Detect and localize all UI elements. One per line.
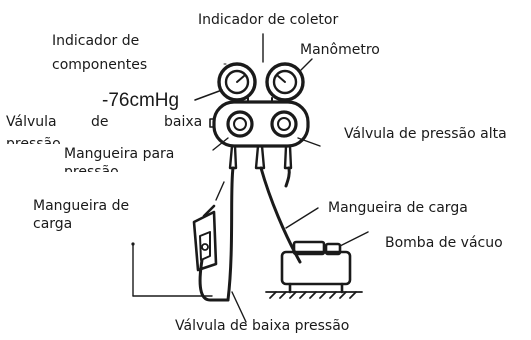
manifold-fittings <box>228 144 293 170</box>
hose-high <box>284 166 291 188</box>
manifold-body <box>209 97 310 148</box>
low-valve-word-3: baixa <box>164 114 203 130</box>
label-pressure-hose-line1: Mangueira para <box>64 146 175 162</box>
low-side-gauge <box>217 62 257 102</box>
low-valve-word-2: de <box>91 114 109 130</box>
label-vacuum-pump: Bomba de vácuo <box>385 235 503 251</box>
leader-low-valve-bottom <box>231 291 247 323</box>
label-vacuum-reading: -76cmHg <box>102 90 180 111</box>
leader-pressure-hose <box>215 181 225 201</box>
high-side-gauge <box>265 62 305 102</box>
label-charge-hose-left-2: carga <box>33 216 73 232</box>
hose-cylinder <box>198 258 230 302</box>
leader-manometer <box>300 58 313 71</box>
vacuum-pump-illustration <box>280 240 352 294</box>
label-manifold-indicator: Indicador de coletor <box>198 12 339 28</box>
label-low-valve-line2: pressão <box>6 136 61 144</box>
refrigerant-cylinder <box>192 204 218 272</box>
label-low-pressure-valve-bottom: Válvula de baixa pressão <box>175 318 350 334</box>
leader-low-valve <box>212 137 229 151</box>
leader-dot-left <box>131 242 135 246</box>
label-high-pressure-valve: Válvula de pressão alta <box>344 126 507 142</box>
hose-low <box>226 166 235 302</box>
leader-vacuum-pump <box>339 231 369 247</box>
label-charge-hose-right: Mangueira de carga <box>328 200 468 216</box>
label-charge-hose-left-1: Mangueira de <box>33 198 130 214</box>
low-valve-word-1: Válvula <box>6 114 57 130</box>
leader-charge-hose-right <box>285 207 319 229</box>
label-component-indicator-1: Indicador de <box>52 33 140 49</box>
label-pressure-hose-line2: pressão <box>64 164 119 172</box>
label-component-indicator-2: componentes <box>52 57 148 73</box>
leader-vacuum-reading <box>194 89 223 101</box>
ground <box>265 291 363 299</box>
leader-high-valve <box>297 137 321 147</box>
label-pressure-gauge: Manômetro <box>300 42 380 58</box>
